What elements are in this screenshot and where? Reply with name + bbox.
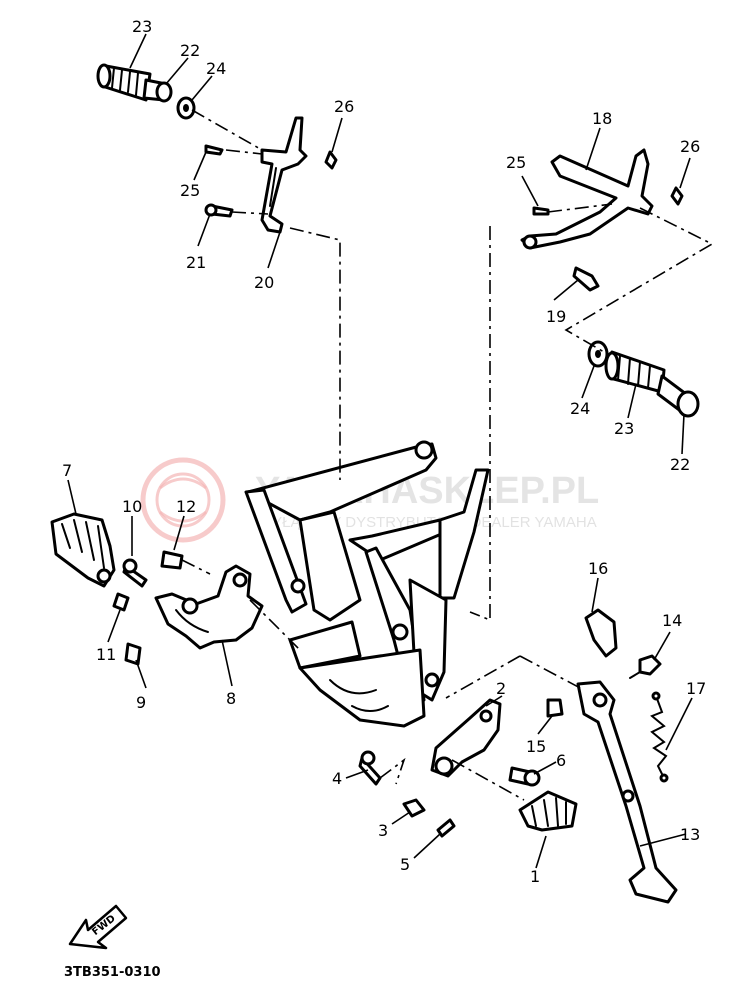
callout-10: 10 bbox=[122, 497, 142, 516]
sidestand-bracket bbox=[584, 608, 618, 658]
sidestand-bolt bbox=[638, 654, 662, 676]
callout-13: 13 bbox=[680, 825, 700, 844]
callout-17: 17 bbox=[686, 679, 706, 698]
callout-26a: 26 bbox=[334, 97, 354, 116]
callout-4: 4 bbox=[332, 769, 342, 788]
callout-12: 12 bbox=[176, 497, 196, 516]
callout-19: 19 bbox=[546, 307, 566, 326]
callout-5: 5 bbox=[400, 855, 410, 874]
callout-8: 8 bbox=[226, 689, 236, 708]
callout-2: 2 bbox=[496, 679, 506, 698]
footrest-right bbox=[518, 790, 578, 832]
callout-18: 18 bbox=[592, 109, 612, 128]
callout-24b: 24 bbox=[570, 399, 590, 418]
callout-3: 3 bbox=[378, 821, 388, 840]
pin-25-right bbox=[532, 206, 550, 216]
callout-labels: 23 22 24 26 25 21 20 18 26 25 19 24 23 2… bbox=[62, 17, 706, 886]
callout-1: 1 bbox=[530, 867, 540, 886]
footrest-bracket-left bbox=[154, 564, 264, 650]
callout-14: 14 bbox=[662, 611, 682, 630]
callout-9: 9 bbox=[136, 693, 146, 712]
callout-16: 16 bbox=[588, 559, 608, 578]
fwd-arrow-icon: FWD bbox=[68, 904, 128, 950]
bolt-12 bbox=[160, 550, 184, 570]
callout-25b: 25 bbox=[506, 153, 526, 172]
cotter-pin-26-right bbox=[670, 186, 684, 206]
nut-15 bbox=[546, 698, 564, 718]
callout-20: 20 bbox=[254, 273, 274, 292]
sidestand bbox=[576, 680, 678, 904]
callout-11: 11 bbox=[96, 645, 116, 664]
cotter-pin-11 bbox=[112, 592, 130, 612]
bolt-9 bbox=[124, 642, 142, 666]
callout-23b: 23 bbox=[614, 419, 634, 438]
footpeg-left bbox=[96, 63, 196, 120]
rear-footrest-bracket-left bbox=[260, 116, 308, 234]
callout-23a: 23 bbox=[132, 17, 152, 36]
footrest-left bbox=[50, 512, 116, 588]
cotter-pin-5 bbox=[436, 818, 456, 838]
rear-footrest-bracket-right bbox=[520, 148, 654, 250]
callout-6: 6 bbox=[556, 751, 566, 770]
drawing-code: 3TB351-0310 bbox=[64, 965, 161, 980]
callout-25a: 25 bbox=[180, 181, 200, 200]
assembly-lines bbox=[181, 109, 714, 801]
callout-7: 7 bbox=[62, 461, 72, 480]
callout-26b: 26 bbox=[680, 137, 700, 156]
callout-21: 21 bbox=[186, 253, 206, 272]
leader-lines bbox=[67, 33, 693, 869]
callout-15: 15 bbox=[526, 737, 546, 756]
bolt-19 bbox=[572, 266, 600, 292]
callout-22a: 22 bbox=[180, 41, 200, 60]
footrest-bracket-right bbox=[430, 698, 502, 778]
sidestand-spring bbox=[650, 691, 669, 783]
callout-24a: 24 bbox=[206, 59, 226, 78]
pin-25-left bbox=[204, 144, 224, 156]
footpeg-right bbox=[587, 340, 700, 418]
callout-22b: 22 bbox=[670, 455, 690, 474]
cotter-pin-26-left bbox=[324, 150, 338, 170]
frame bbox=[244, 440, 490, 728]
